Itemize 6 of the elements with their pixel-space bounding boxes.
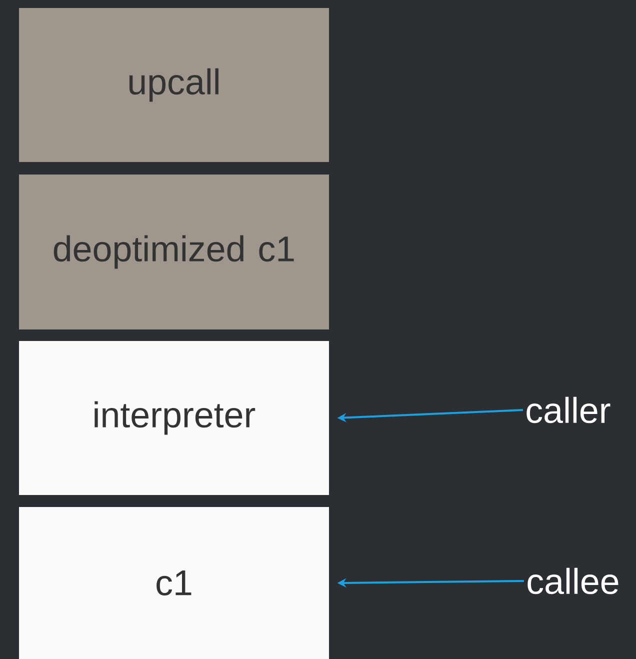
stack-frame-box: c1: [19, 507, 329, 659]
pointer-label: caller: [526, 396, 610, 424]
stack-frame-box: interpreter: [19, 341, 329, 495]
stack-frame-box: deoptimized c1: [19, 174, 329, 330]
pointer-label: callee: [528, 568, 618, 594]
stack-frame-box: upcall: [19, 8, 329, 162]
